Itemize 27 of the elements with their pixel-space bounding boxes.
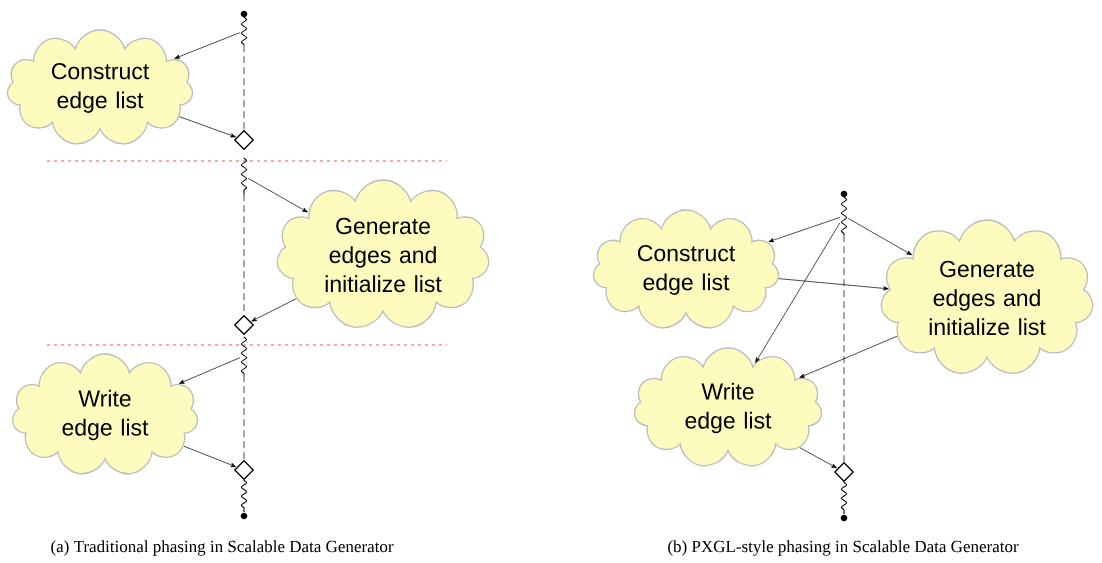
cloud: Write edge list xyxy=(11,353,199,475)
cloud: Generate edges and initialize list xyxy=(880,219,1094,374)
arrow xyxy=(847,218,913,256)
dashed-line xyxy=(243,44,245,131)
arrow xyxy=(778,278,889,291)
wavy-line xyxy=(240,16,248,46)
dashed-line xyxy=(243,374,245,461)
cloud: Write edge list xyxy=(633,347,823,467)
cloud: Construct edge list xyxy=(6,29,194,145)
wavy-line xyxy=(240,157,248,195)
arrow xyxy=(755,222,841,363)
cloud: Construct edge list xyxy=(592,209,780,329)
arrow xyxy=(799,447,837,469)
arrow xyxy=(174,32,241,59)
subfigure-caption: (a) Traditional phasing in Scalable Data Generator xyxy=(51,540,394,556)
wavy-line xyxy=(840,196,848,236)
arrow xyxy=(799,335,898,378)
wavy-line xyxy=(240,336,248,376)
arrow xyxy=(251,298,297,322)
dashed-line xyxy=(843,234,845,463)
arrow xyxy=(247,178,308,213)
arrow xyxy=(179,357,241,384)
subfigure-caption: (b) PXGL-style phasing in Scalable Data Generator xyxy=(668,540,1019,556)
arrow xyxy=(768,217,841,243)
cloud: Generate edges and initialize list xyxy=(276,179,490,328)
arrow xyxy=(183,445,237,468)
arrow xyxy=(179,116,236,138)
